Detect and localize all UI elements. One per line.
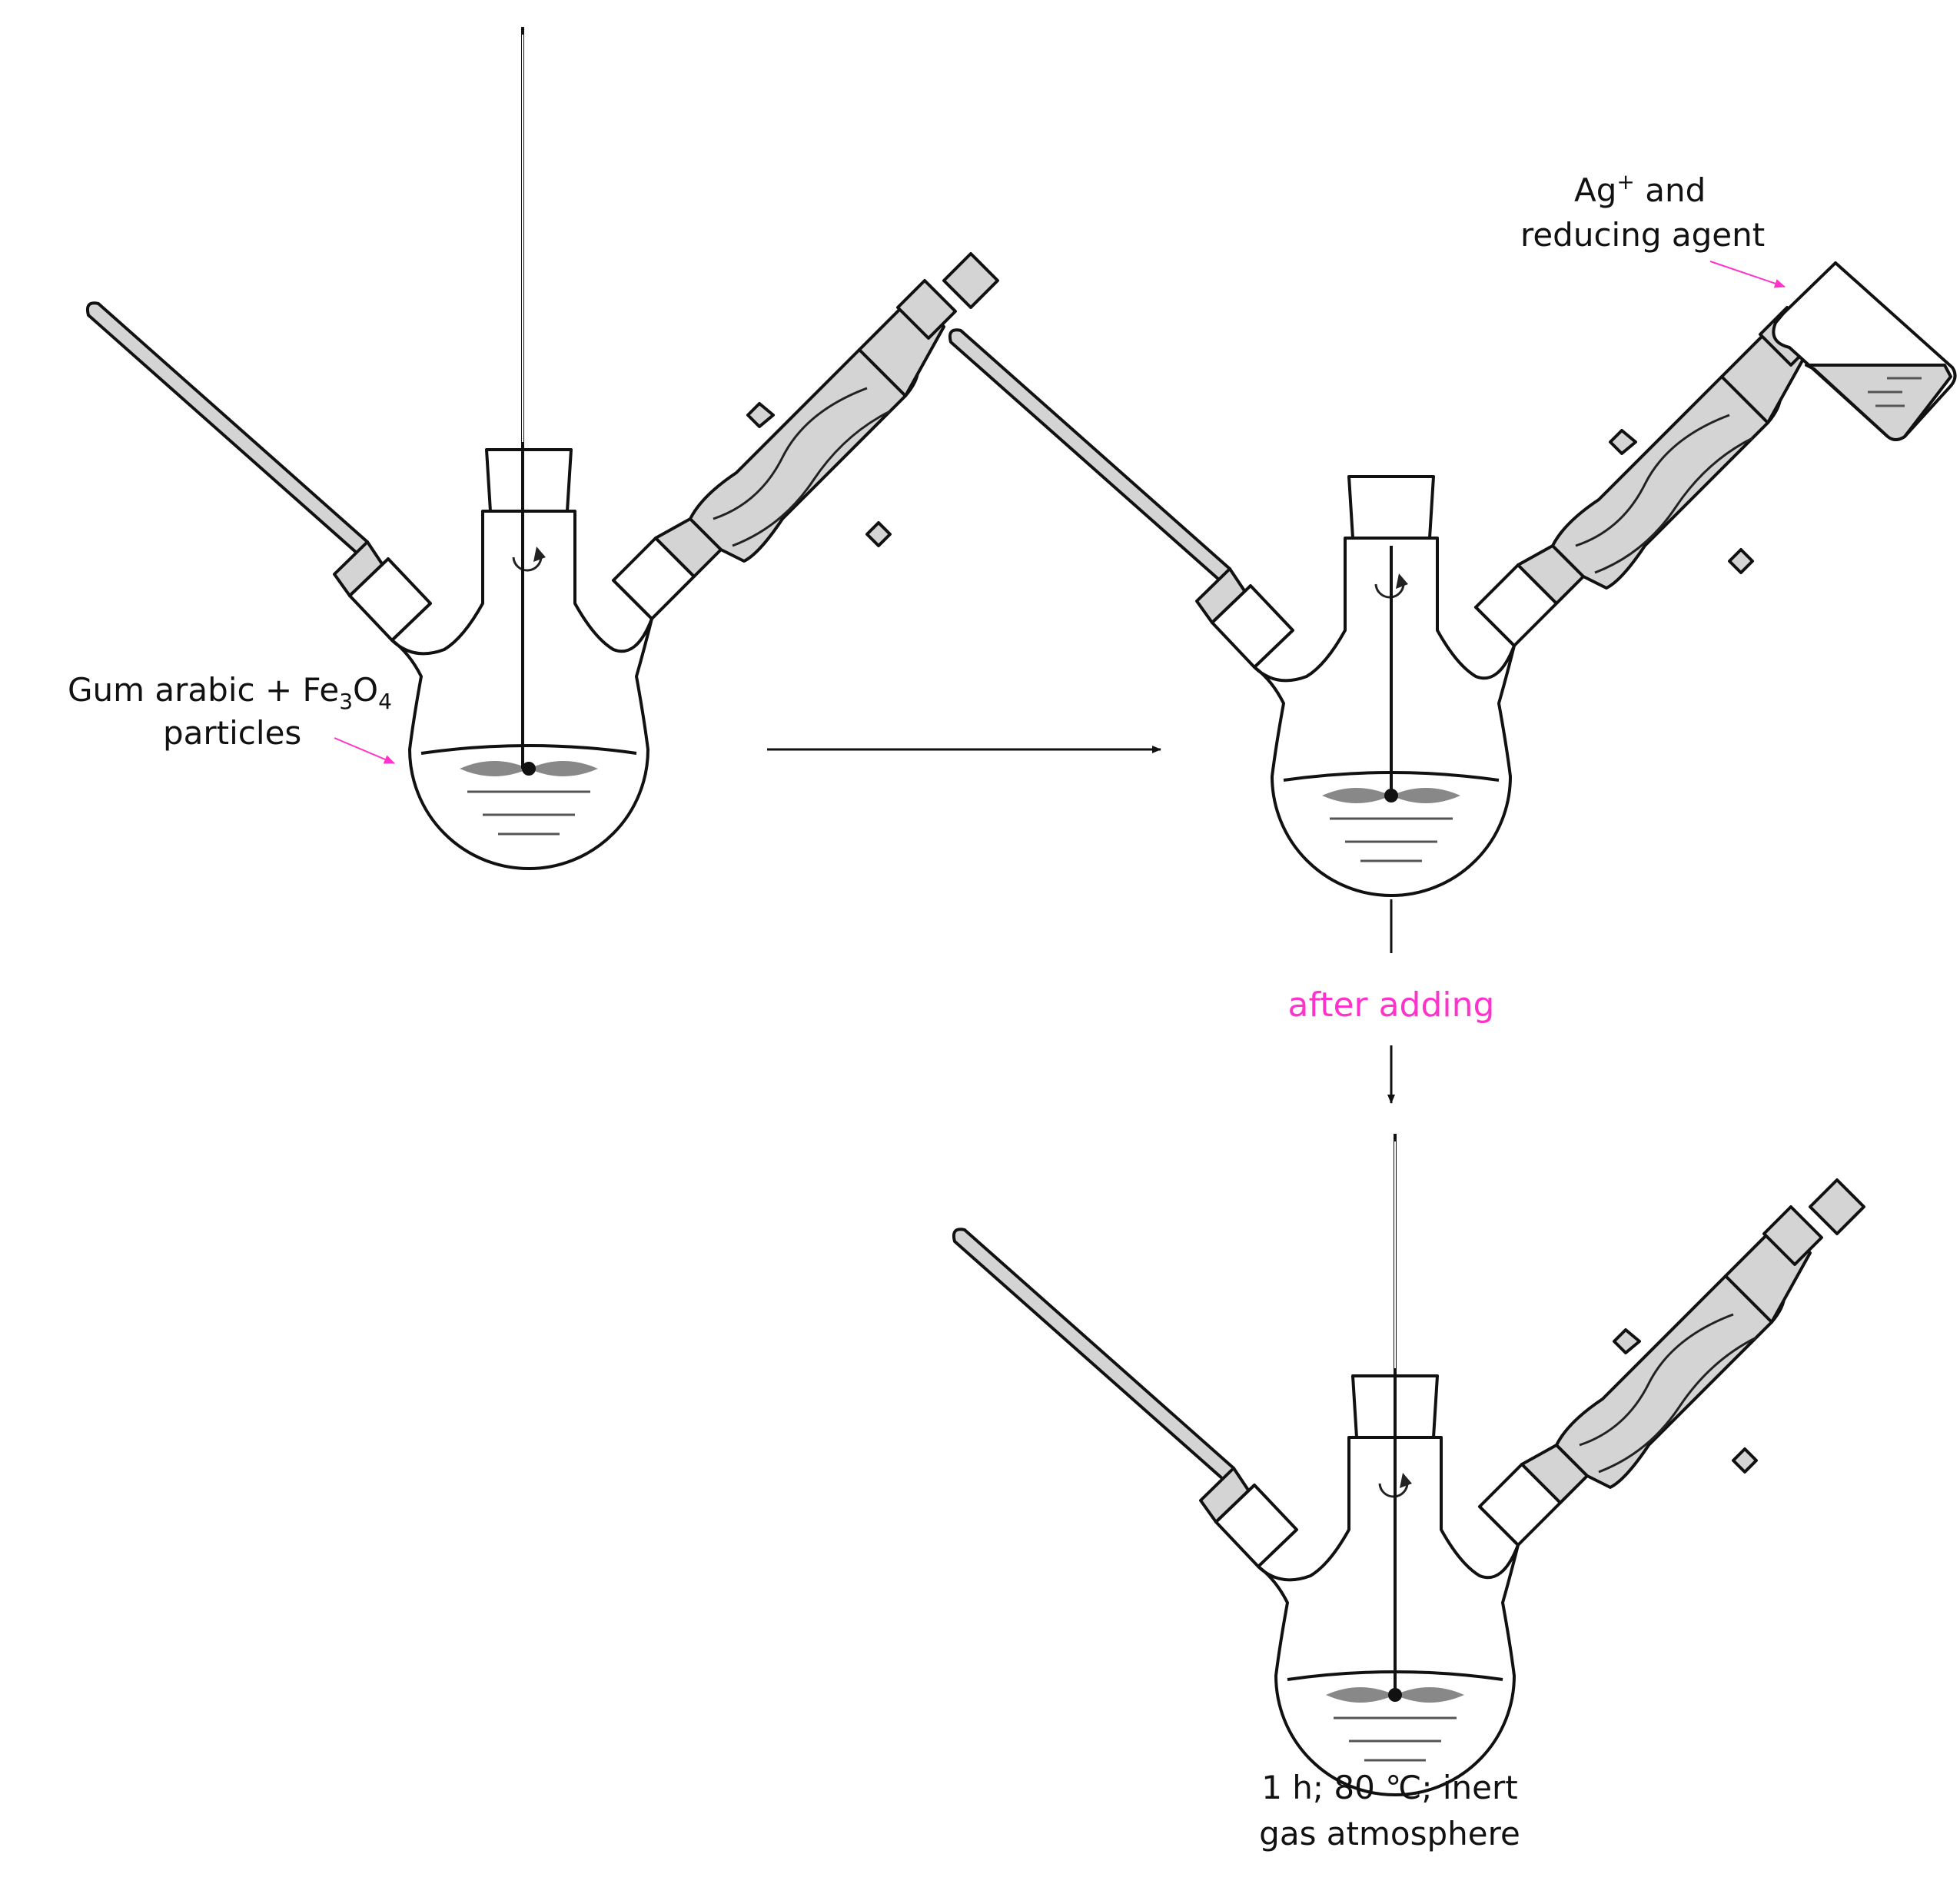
- start-mixture-sub3: 3: [339, 689, 353, 714]
- apparatus-final: [952, 1134, 1865, 1796]
- conditions-line1: 1 h; 80 ℃; inert: [1261, 1769, 1518, 1806]
- start-mixture-label: Gum arabic + Fe3O4: [68, 671, 392, 714]
- apparatus-adding: [948, 279, 1862, 897]
- conditions-line2: gas atmosphere: [1259, 1815, 1520, 1852]
- reagent-label: Ag+ and: [1574, 169, 1706, 209]
- apparatus-start: [85, 27, 999, 870]
- reagent-ag: Ag: [1574, 171, 1616, 209]
- start-mixture-pointer-arrow: [334, 737, 395, 764]
- start-mixture-o: O: [353, 671, 378, 709]
- beaker-icon: [1772, 261, 1957, 441]
- step-label: after adding: [1288, 985, 1495, 1025]
- reagent-and: and: [1635, 171, 1706, 209]
- reagent-pointer-arrow: [1709, 261, 1786, 288]
- reagent-sup: +: [1616, 169, 1634, 194]
- start-mixture-label-line2: particles: [163, 714, 301, 752]
- start-mixture-sub4: 4: [378, 689, 392, 714]
- start-mixture-text: Gum arabic + Fe: [68, 671, 339, 709]
- reagent-label-line2: reducing agent: [1520, 216, 1765, 254]
